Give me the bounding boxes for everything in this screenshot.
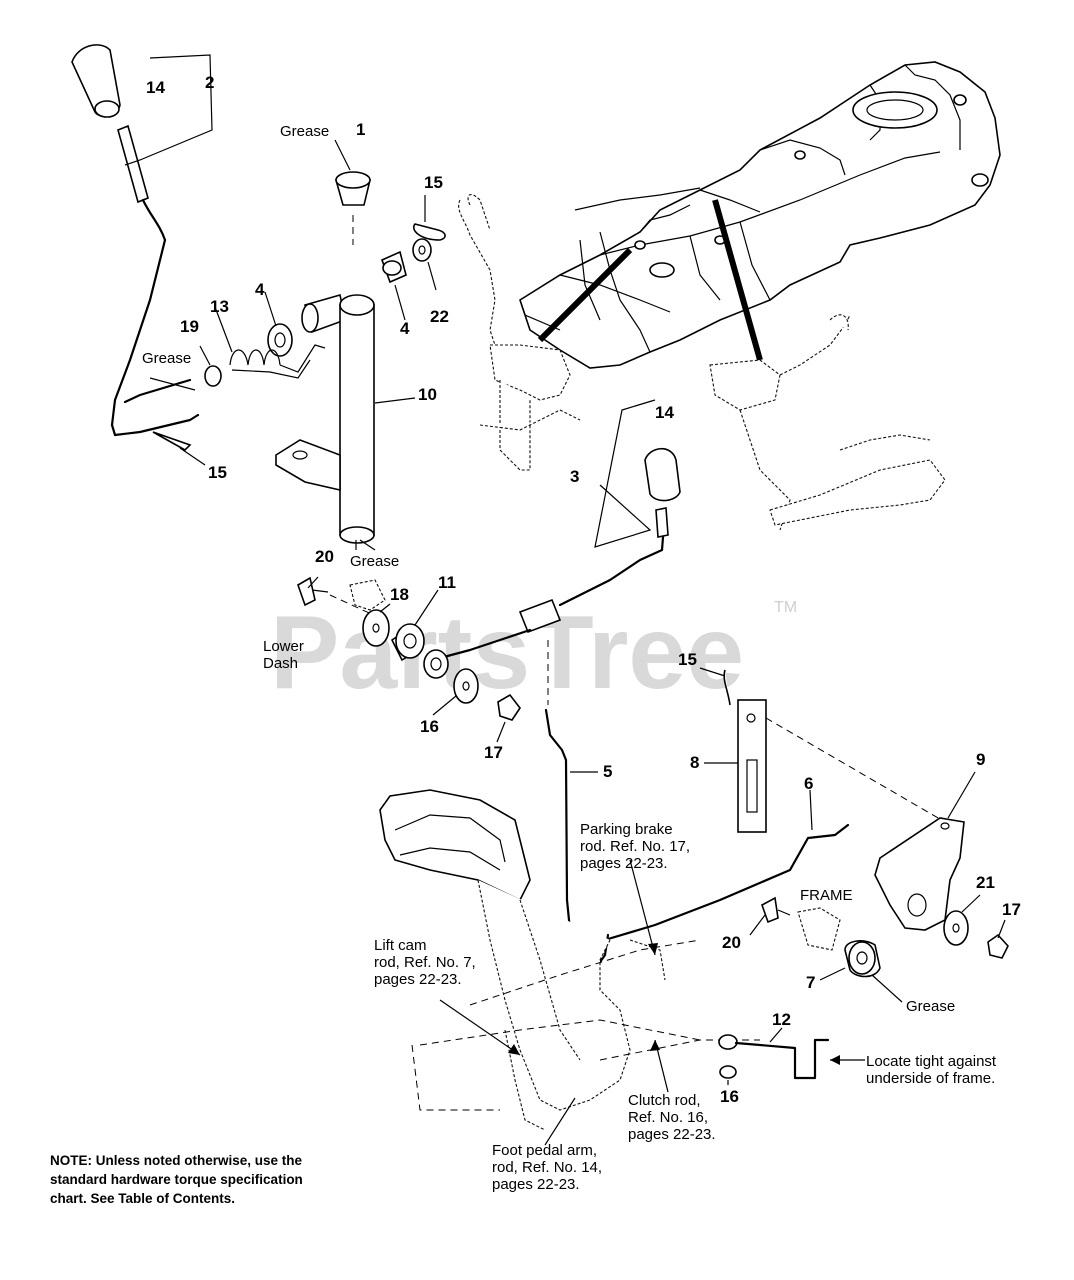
grease-label-top: Grease <box>280 123 329 140</box>
clutch-rod-line-2: Ref. No. 16, <box>628 1109 708 1126</box>
clutch-rod-label: Clutch rod, Ref. No. 16, pages 22-23. <box>628 1092 716 1143</box>
locate-tight-line-1: Locate tight against <box>866 1053 997 1070</box>
callout-15-top: 15 <box>424 173 443 192</box>
lower-dash-line-1: Lower <box>263 638 304 655</box>
callout-numbers: 1 2 14 15 4 22 4 13 19 10 15 14 3 20 18 … <box>146 73 1021 1106</box>
frame-hardware <box>761 896 1009 1003</box>
callout-20-left: 20 <box>315 547 334 566</box>
callout-3: 3 <box>570 467 579 486</box>
callout-4-right: 4 <box>400 319 410 338</box>
callout-16-right: 16 <box>720 1087 739 1106</box>
torque-note-line-2: standard hardware torque specification <box>50 1172 303 1187</box>
callout-20-right: 20 <box>722 933 741 952</box>
callout-8: 8 <box>690 753 699 772</box>
parking-brake-label: Parking brake rod. Ref. No. 17, pages 22… <box>580 821 694 872</box>
text-labels: Grease Grease Grease Grease Lower Dash F… <box>50 123 1000 1206</box>
locate-tight-label: Locate tight against underside of frame. <box>866 1053 1000 1087</box>
callout-9: 9 <box>976 750 985 769</box>
callout-7: 7 <box>806 973 815 992</box>
callout-12: 12 <box>772 1010 791 1029</box>
callout-4-left: 4 <box>255 280 265 299</box>
lift-cam-line-2: rod, Ref. No. 7, <box>374 954 476 971</box>
torque-note-line-1: NOTE: Unless noted otherwise, use the <box>50 1153 303 1168</box>
clutch-rod-line-1: Clutch rod, <box>628 1092 701 1109</box>
parking-brake-line-2: rod. Ref. No. 17, <box>580 838 690 855</box>
lower-dash-line-2: Dash <box>263 655 298 672</box>
frame-label: FRAME <box>800 887 853 904</box>
foot-pedal-label: Foot pedal arm, rod, Ref. No. 14, pages … <box>492 1142 606 1193</box>
callout-10: 10 <box>418 385 437 404</box>
callout-6: 6 <box>804 774 813 793</box>
link-8-9 <box>704 669 976 931</box>
clutch-rod-line-3: pages 22-23. <box>628 1126 716 1143</box>
grease-label-frame: Grease <box>906 998 955 1015</box>
leaders <box>179 139 1006 1146</box>
callout-2: 2 <box>205 73 214 92</box>
grease-label-left: Grease <box>142 350 191 367</box>
callout-17-left: 17 <box>484 743 503 762</box>
callout-18: 18 <box>390 585 409 604</box>
lift-cam-label: Lift cam rod, Ref. No. 7, pages 22-23. <box>374 937 480 988</box>
callout-5: 5 <box>603 762 612 781</box>
watermark-text: PartsTree <box>270 595 744 711</box>
callout-16-left: 16 <box>420 717 439 736</box>
phantom-linkage <box>458 194 946 531</box>
locate-tight-line-2: underside of frame. <box>866 1070 995 1087</box>
watermark-tm: TM <box>774 599 797 616</box>
torque-note: NOTE: Unless noted otherwise, use the st… <box>50 1153 307 1206</box>
pivot-tube-10 <box>275 293 416 550</box>
lower-dash-label: Lower Dash <box>263 638 308 672</box>
callout-1: 1 <box>356 120 365 139</box>
callout-13: 13 <box>210 297 229 316</box>
callout-17-right: 17 <box>1002 900 1021 919</box>
lift-cam-line-1: Lift cam <box>374 937 427 954</box>
parking-brake-line-1: Parking brake <box>580 821 673 838</box>
foot-pedal-line-3: pages 22-23. <box>492 1176 580 1193</box>
callout-15-right: 15 <box>678 650 697 669</box>
callout-15-left: 15 <box>208 463 227 482</box>
lift-cam-line-3: pages 22-23. <box>374 971 462 988</box>
frame-assembly <box>519 61 1001 369</box>
callout-19: 19 <box>180 317 199 336</box>
grease-label-tube: Grease <box>350 553 399 570</box>
callout-11: 11 <box>438 573 456 592</box>
foot-pedal-line-1: Foot pedal arm, <box>492 1142 597 1159</box>
torque-note-line-3: chart. See Table of Contents. <box>50 1191 235 1206</box>
foot-pedal-line-2: rod, Ref. No. 14, <box>492 1159 602 1176</box>
shift-lever-3 <box>423 399 681 705</box>
shift-lever-2 <box>71 44 213 437</box>
foot-pedal <box>379 789 760 1131</box>
upper-hardware <box>149 171 446 451</box>
callout-22: 22 <box>430 307 449 326</box>
parking-brake-line-3: pages 22-23. <box>580 855 668 872</box>
callout-14-mid: 14 <box>655 403 674 422</box>
callout-14-top: 14 <box>146 78 165 97</box>
callout-21: 21 <box>976 873 995 892</box>
bracket-12 <box>718 1027 865 1080</box>
